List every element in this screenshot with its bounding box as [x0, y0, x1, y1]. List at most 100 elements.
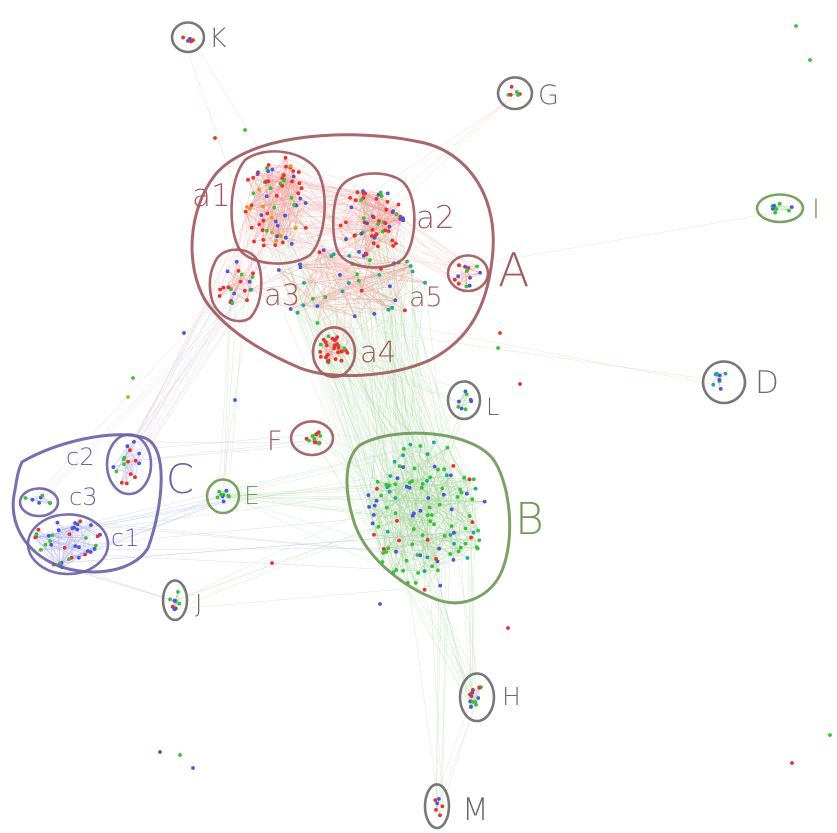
node — [496, 346, 500, 350]
edge-intra — [439, 501, 485, 505]
edge-inter — [266, 196, 366, 254]
node — [264, 194, 269, 199]
edge-inter — [376, 500, 471, 702]
node — [133, 475, 137, 480]
edge-inter — [378, 220, 399, 263]
edge-intra — [245, 211, 264, 241]
edge-inter — [38, 289, 251, 504]
edge-intra — [446, 475, 459, 552]
edge-inter — [266, 196, 359, 281]
node — [280, 240, 285, 245]
edge-intra — [372, 520, 398, 524]
edge-intra — [427, 454, 441, 505]
node — [247, 279, 252, 284]
node — [377, 219, 381, 223]
node — [393, 496, 398, 500]
node — [418, 508, 423, 513]
edge-inter — [320, 435, 414, 530]
edge-inter — [253, 241, 384, 554]
edge-intra — [410, 444, 433, 516]
edge-inter — [285, 157, 404, 221]
node — [473, 700, 478, 705]
edge-intra — [258, 179, 285, 225]
edge-inter — [338, 347, 451, 536]
node — [387, 489, 392, 494]
node — [280, 184, 285, 188]
edge-inter — [325, 237, 375, 298]
node — [418, 553, 423, 558]
node — [416, 571, 420, 575]
edge-intra — [374, 505, 404, 571]
node — [393, 298, 398, 303]
cluster-outline-E — [205, 478, 241, 515]
edge-intra — [387, 478, 398, 549]
edge-inter — [228, 454, 404, 496]
edge-intra — [302, 252, 320, 306]
node — [411, 527, 416, 531]
node — [329, 254, 334, 259]
edge-inter — [395, 497, 471, 695]
node — [318, 350, 323, 354]
edge-intra — [276, 176, 294, 237]
node — [75, 522, 80, 527]
edge-inter — [284, 179, 413, 272]
node — [469, 535, 474, 540]
edge-inter — [245, 211, 362, 291]
node — [422, 569, 427, 574]
edge-inter — [333, 216, 401, 255]
edge-intra — [454, 266, 466, 280]
edge-intra — [219, 273, 254, 297]
edge-inter — [364, 193, 448, 476]
edge-inter — [257, 172, 377, 235]
cluster-outline-K — [170, 21, 206, 54]
edge-inter — [233, 245, 265, 294]
edge-inter — [395, 569, 476, 703]
node — [261, 238, 266, 242]
cluster-outline-F — [289, 420, 335, 457]
edge-intra — [113, 466, 131, 475]
node — [394, 241, 398, 246]
node — [444, 473, 449, 478]
node — [388, 474, 393, 478]
node — [367, 505, 371, 509]
edge-inter — [236, 171, 300, 262]
node — [348, 195, 352, 200]
edge-intra — [454, 272, 481, 280]
edge-intra — [397, 478, 421, 556]
edge-inter — [389, 485, 480, 688]
node — [470, 690, 475, 695]
edge-inter — [262, 239, 459, 552]
node — [418, 444, 423, 448]
edge-inter — [303, 282, 452, 527]
edge-intra — [312, 298, 355, 317]
edge-intra — [113, 446, 128, 468]
node — [476, 528, 480, 533]
edge-inter — [303, 282, 473, 523]
node — [385, 199, 390, 204]
node — [239, 272, 244, 277]
edge-inter — [323, 249, 468, 559]
node — [226, 285, 231, 290]
edge-inter — [318, 443, 472, 538]
edge-intra — [227, 271, 250, 283]
node — [250, 275, 255, 279]
edge-inter — [285, 157, 396, 301]
node — [391, 244, 396, 248]
node — [395, 476, 400, 481]
node — [298, 196, 303, 201]
edge-inter — [317, 233, 362, 324]
edge-inter — [296, 205, 360, 253]
edge-inter — [133, 441, 320, 444]
edge-intra — [368, 447, 448, 496]
edge-inter — [174, 507, 430, 601]
edge-inter — [380, 192, 431, 478]
edge-intra — [253, 193, 306, 229]
edge-inter — [226, 490, 431, 522]
edge-intra — [232, 290, 246, 304]
edge-intra — [35, 534, 101, 538]
edge-intra — [392, 218, 401, 246]
edge-inter — [268, 180, 394, 212]
edge-intra — [362, 191, 374, 217]
edge-inter — [397, 406, 459, 479]
edge-inter — [410, 265, 428, 540]
